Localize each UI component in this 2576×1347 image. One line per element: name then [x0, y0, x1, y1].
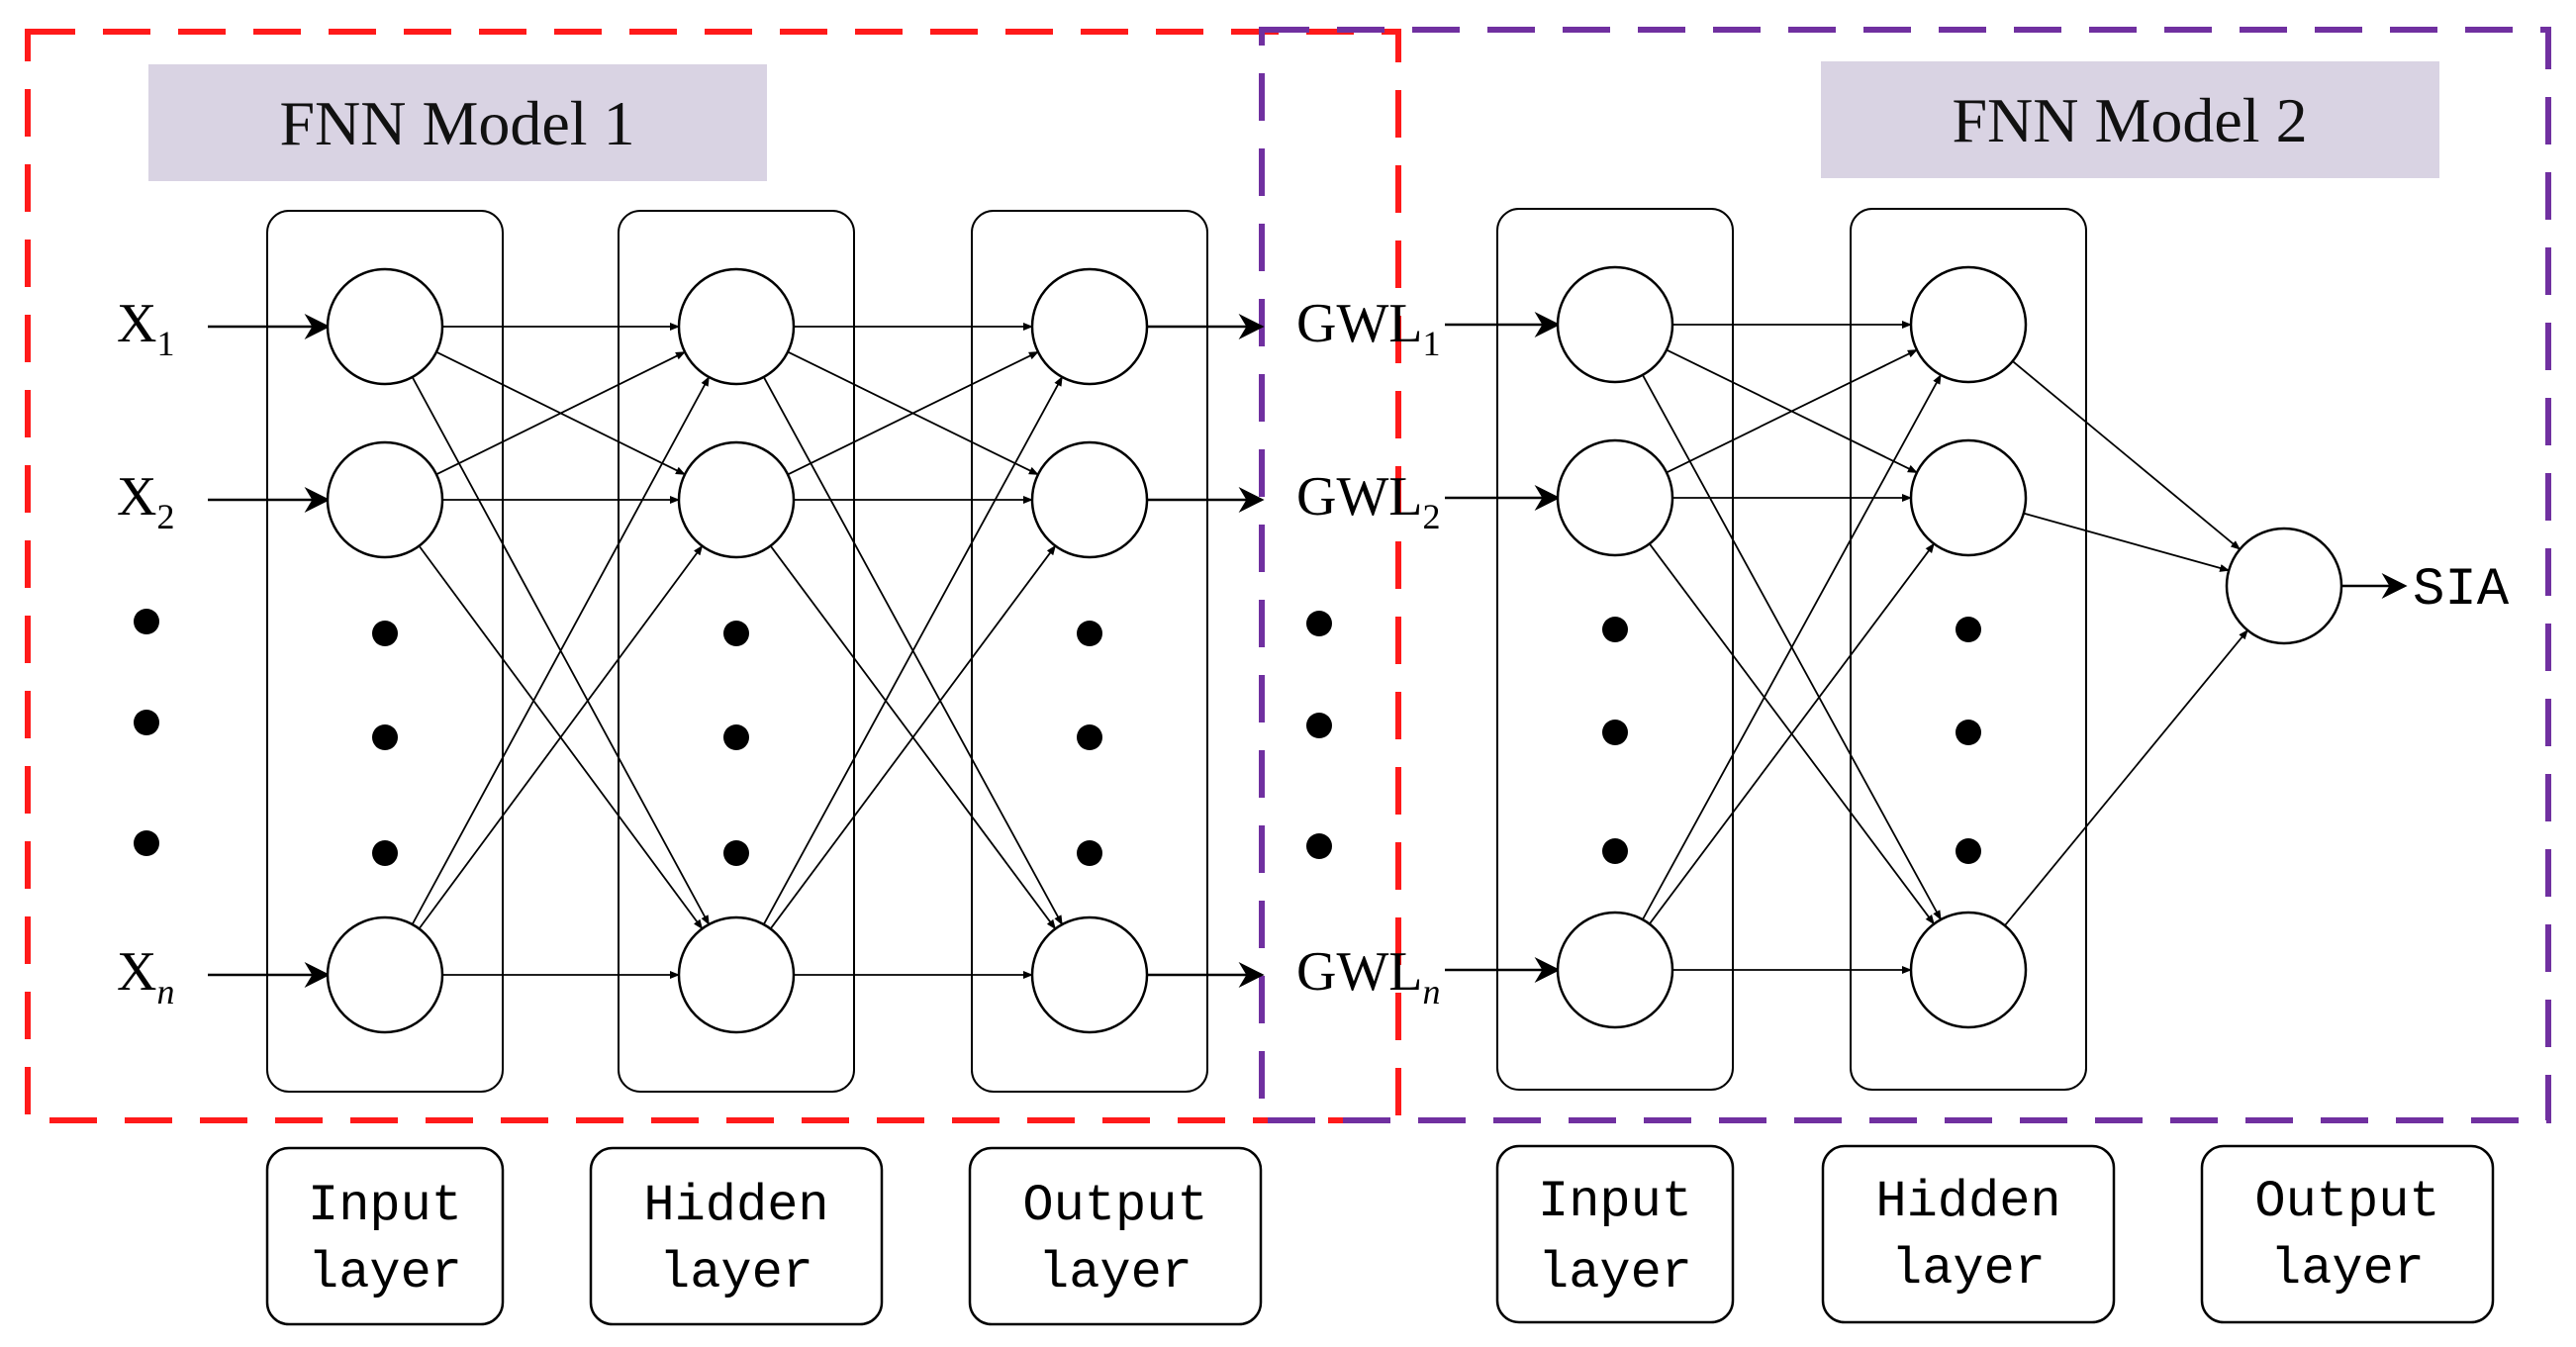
model1-output-layer-box: [971, 210, 1208, 1093]
model1-title-text: FNN Model 1: [279, 88, 634, 158]
edge-m2-in-hid-1-0: [1666, 348, 1918, 474]
m1-input-node-n: [326, 915, 444, 1034]
svg-text:Hidden: Hidden: [1875, 1173, 2060, 1231]
m2-hidden-node-1: [1909, 265, 2028, 384]
edge-m1-in-hid-2-1: [418, 544, 704, 929]
edge-m2-in-hid-2-0: [1642, 373, 1942, 920]
m2-caption-hidden: Hidden layer: [1821, 1144, 2116, 1324]
svg-text:layer: layer: [659, 1244, 813, 1302]
sia-output-label: SIA: [2413, 560, 2510, 621]
model1-title-box: [148, 64, 767, 181]
svg-text:Hidden: Hidden: [643, 1177, 828, 1235]
input-label-xn: Xn: [117, 941, 174, 1011]
edge-m1-hid-out-1-0: [787, 350, 1039, 476]
ellipsis-dots: [134, 609, 1981, 866]
edge-m2-hid-out-0-0: [2012, 360, 2242, 550]
m2-caption-input: Input layer: [1495, 1144, 1735, 1324]
connection-edges: [208, 312, 2408, 988]
m2-hidden-node-2: [1909, 438, 2028, 557]
m1-hidden-node-1: [677, 267, 796, 386]
edge-m2-in-hid-2-1: [1649, 542, 1935, 925]
gwl-label-1: GWL1: [1296, 293, 1441, 363]
model2-hidden-layer-box: [1850, 208, 2087, 1091]
m1-output-node-n: [1030, 915, 1149, 1034]
svg-text:Input: Input: [308, 1177, 462, 1235]
edge-m1-hid-out-2-1: [769, 544, 1057, 929]
m2-input-node-n: [1556, 911, 1674, 1029]
edge-m1-in-hid-2-0: [411, 376, 711, 925]
m2-hidden-node-n: [1909, 911, 2028, 1029]
m1-caption-output: Output layer: [968, 1146, 1263, 1326]
m1-output-node-2: [1030, 440, 1149, 559]
model2-title-text: FNN Model 2: [1952, 85, 2307, 155]
m1-input-node-1: [326, 267, 444, 386]
model1-hidden-layer-box: [618, 210, 855, 1093]
model2-boundary: [1259, 27, 2551, 1123]
m2-input-node-2: [1556, 438, 1674, 557]
gwl-label-n: GWLn: [1296, 941, 1441, 1011]
input-label-x1: X1: [117, 293, 174, 363]
svg-text:layer: layer: [2270, 1240, 2425, 1299]
model2-title: FNN Model 2: [1821, 61, 2439, 178]
m2-output-node: [2225, 527, 2343, 645]
svg-text:Output: Output: [2254, 1173, 2439, 1231]
svg-text:layer: layer: [1891, 1240, 2046, 1299]
m1-hidden-node-2: [677, 440, 796, 559]
edge-m1-hid-out-2-0: [762, 376, 1064, 925]
m1-caption-hidden: Hidden layer: [589, 1146, 884, 1326]
m1-output-node-1: [1030, 267, 1149, 386]
model2-input-layer-box: [1496, 208, 1734, 1091]
m2-input-node-1: [1556, 265, 1674, 384]
model1-title: FNN Model 1: [148, 64, 767, 181]
gwl-label-2: GWL2: [1296, 466, 1441, 536]
svg-text:layer: layer: [308, 1244, 462, 1302]
model1-boundary: [25, 29, 1401, 1123]
edge-m2-hid-out-2-0: [2004, 629, 2248, 926]
svg-text:layer: layer: [1538, 1244, 1692, 1302]
input-label-x2: X2: [117, 466, 174, 536]
model1-input-layer-box: [266, 210, 504, 1093]
m1-caption-input: Input layer: [265, 1146, 505, 1326]
m1-hidden-node-n: [677, 915, 796, 1034]
m1-input-node-2: [326, 440, 444, 559]
model2-title-box: [1821, 61, 2439, 178]
edge-m2-hid-out-1-0: [2023, 512, 2231, 572]
svg-text:layer: layer: [1038, 1244, 1193, 1302]
svg-text:Input: Input: [1538, 1173, 1692, 1231]
svg-text:Output: Output: [1022, 1177, 1207, 1235]
m2-caption-output: Output layer: [2200, 1144, 2495, 1324]
edge-m1-in-hid-1-0: [435, 350, 686, 476]
